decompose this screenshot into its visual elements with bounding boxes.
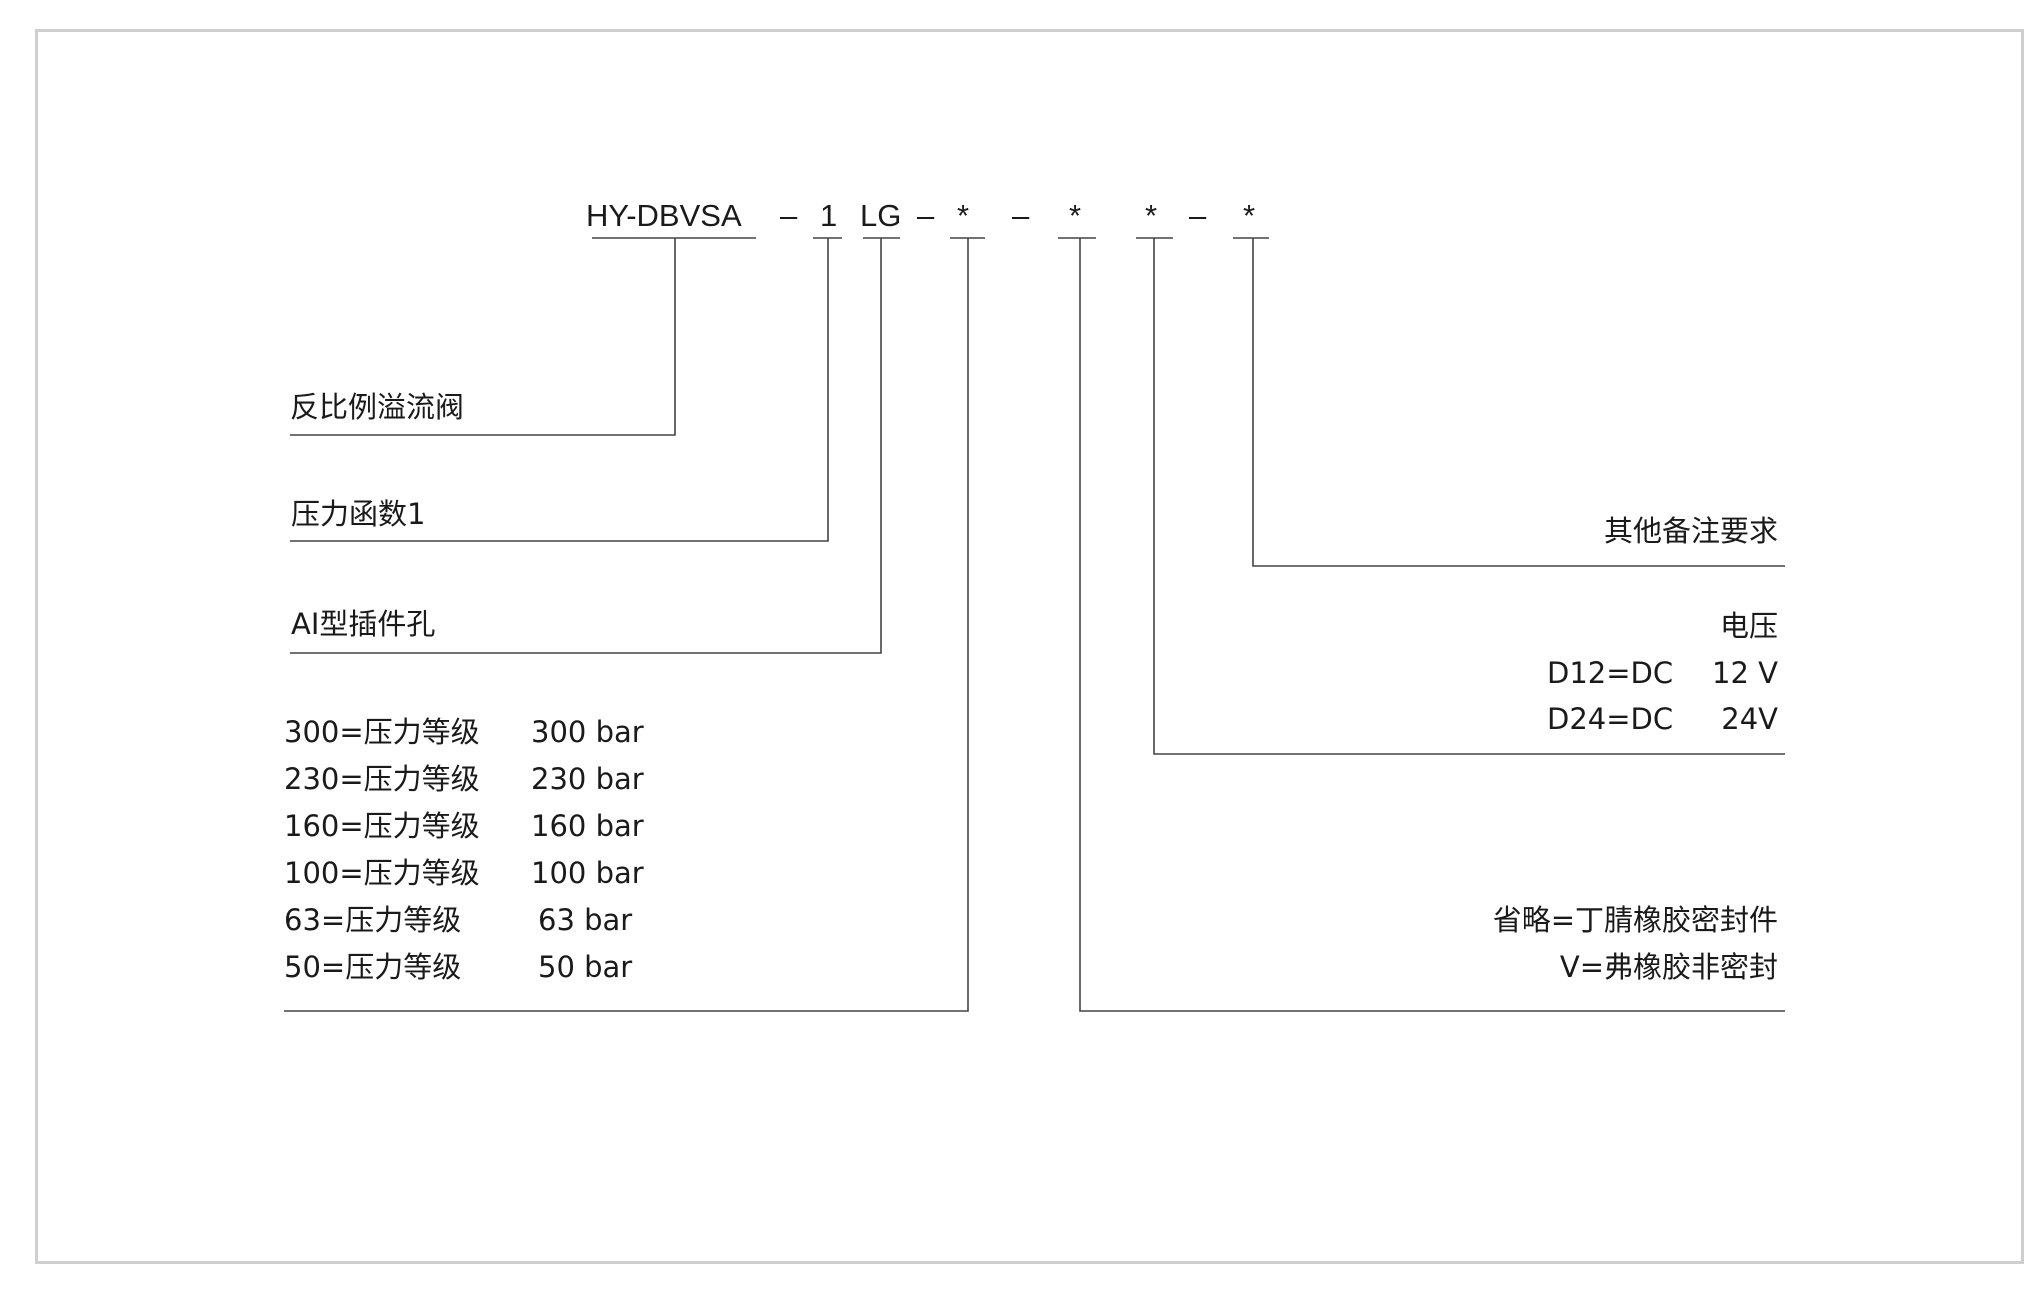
leader-voltage bbox=[1153, 238, 1785, 755]
code-separator: – bbox=[1189, 198, 1207, 233]
code-seal: * bbox=[1069, 198, 1082, 233]
voltage-code: D12=DC bbox=[1547, 656, 1674, 690]
pressure-level-value: 230 bar bbox=[531, 762, 644, 796]
voltage-value: 24V bbox=[1721, 702, 1778, 736]
seal-option: V=弗橡胶非密封 bbox=[1559, 950, 1778, 984]
pressure-level-code: 63=压力等级 bbox=[284, 903, 462, 937]
code-pressure-function: 1 bbox=[820, 198, 838, 233]
pressure-level-value: 50 bar bbox=[538, 950, 633, 984]
pressure-level-value: 160 bar bbox=[531, 809, 644, 843]
leader-pressure-levels bbox=[284, 238, 969, 1012]
voltage-value: 12 V bbox=[1712, 656, 1778, 690]
code-separator: – bbox=[917, 198, 935, 233]
code-separator: – bbox=[1012, 198, 1030, 233]
leader-seal bbox=[1079, 238, 1785, 1012]
pressure-level-code: 50=压力等级 bbox=[284, 950, 462, 984]
pressure-level-value: 63 bar bbox=[538, 903, 633, 937]
pressure-level-code: 100=压力等级 bbox=[284, 856, 480, 890]
seal-option: 省略=丁腈橡胶密封件 bbox=[1492, 903, 1778, 937]
voltage-code: D24=DC bbox=[1547, 702, 1674, 736]
code-voltage: * bbox=[1145, 198, 1158, 233]
page-frame bbox=[35, 29, 2024, 1264]
leader-plug-hole bbox=[290, 238, 882, 654]
pressure-level-code: 160=压力等级 bbox=[284, 809, 480, 843]
label-valve-type: 反比例溢流阀 bbox=[290, 390, 465, 424]
pressure-level-value: 300 bar bbox=[531, 715, 644, 749]
pressure-level-code: 230=压力等级 bbox=[284, 762, 480, 796]
pressure-level-code: 300=压力等级 bbox=[284, 715, 480, 749]
code-plug: LG bbox=[860, 198, 902, 233]
pressure-level-value: 100 bar bbox=[531, 856, 644, 890]
leader-other bbox=[1252, 238, 1785, 567]
label-other-remarks: 其他备注要求 bbox=[1603, 514, 1778, 548]
code-model: HY-DBVSA bbox=[586, 198, 742, 233]
leader-pressure-function bbox=[290, 238, 829, 542]
label-pressure-function: 压力函数1 bbox=[291, 497, 426, 531]
label-voltage-title: 电压 bbox=[1719, 609, 1778, 643]
code-separator: – bbox=[780, 198, 798, 233]
code-other: * bbox=[1243, 198, 1256, 233]
label-plug-hole: AI型插件孔 bbox=[291, 607, 436, 641]
leader-valve-type bbox=[290, 238, 676, 436]
code-pressure-class: * bbox=[957, 198, 970, 233]
